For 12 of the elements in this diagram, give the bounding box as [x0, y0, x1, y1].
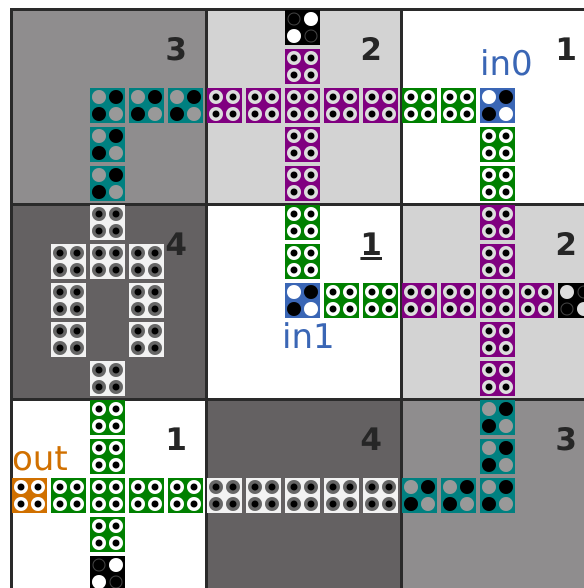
cell-number: 1 [555, 35, 577, 66]
port-label: in0 [480, 47, 533, 81]
cell-number: 1 [360, 230, 382, 261]
cell-number: 1 [165, 425, 187, 456]
port-label: in1 [282, 320, 335, 354]
port-label: out [12, 442, 68, 476]
cell-number: 4 [165, 230, 187, 261]
cell-number: 3 [165, 35, 187, 66]
cell-number: 2 [555, 230, 577, 261]
cell-number: 3 [555, 425, 577, 456]
cell-number: 4 [360, 425, 382, 456]
cell-number: 2 [360, 35, 382, 66]
